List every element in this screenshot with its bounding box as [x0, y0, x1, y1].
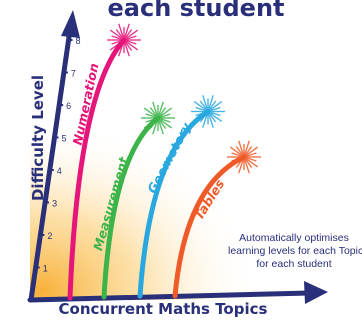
y-tick-label: 2: [47, 231, 52, 241]
y-axis-arrowhead: [61, 10, 80, 38]
ray-line: [101, 115, 161, 300]
ray-line: [172, 154, 247, 299]
y-axis-label: Difficulty Level: [29, 74, 47, 202]
y-tick-label: 8: [76, 36, 81, 46]
x-axis-line: [27, 290, 313, 303]
y-axis-ticks: 1 2 3 4 5 6 7 8: [33, 36, 81, 274]
y-tick-label: 6: [66, 101, 71, 111]
y-tick-label: 4: [57, 166, 62, 176]
y-tick-label: 3: [52, 199, 57, 209]
note-line: for each student: [256, 258, 332, 270]
burst-icon: [191, 95, 225, 128]
note-line: learning levels for each Topic: [228, 245, 362, 257]
x-axis-label: Concurrent Maths Topics: [58, 300, 268, 318]
x-axis-arrowhead: [304, 281, 328, 304]
ray-line: [137, 109, 211, 299]
y-tick-label: 1: [43, 264, 48, 274]
burst-icon: [227, 140, 261, 174]
topic-ray-numeration: Numeration: [67, 23, 141, 301]
ray-line: [67, 37, 127, 301]
burst-icon: [141, 101, 175, 135]
note-line: Automatically optimises: [239, 232, 349, 244]
diagram-title: each student: [107, 0, 285, 22]
burst-icon: [107, 23, 141, 57]
orange-glow-background: [30, 120, 260, 300]
y-axis-line: [28, 27, 73, 303]
y-tick-label: 7: [71, 69, 76, 79]
y-tick-label: 5: [61, 134, 66, 144]
annotation-note: Automatically optimises learning levels …: [228, 232, 362, 271]
